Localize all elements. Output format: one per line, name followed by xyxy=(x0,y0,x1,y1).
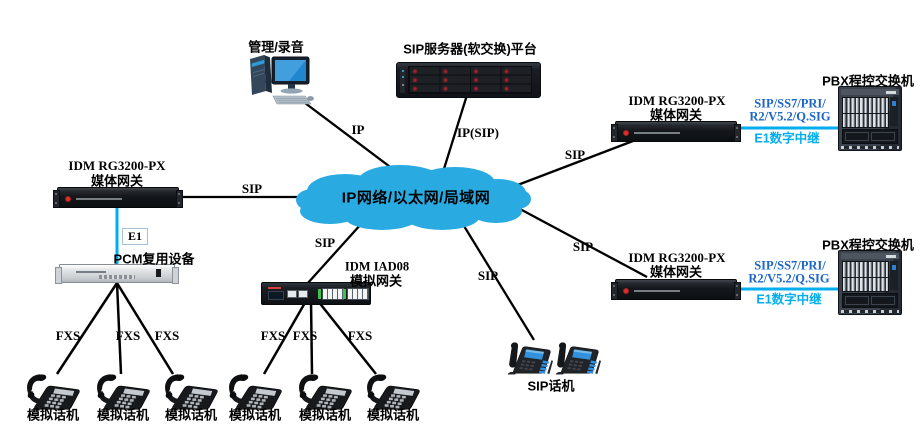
pbx-bottom-title: PBX程控交换机 xyxy=(822,237,914,253)
iad-title-1: IDM IAD08 xyxy=(344,259,410,274)
label-trunk-bottom-1: SIP/SS7/PRI/ xyxy=(754,258,826,273)
link-server-cloud xyxy=(441,94,469,173)
label-fxs-link: FXS xyxy=(260,328,286,343)
label-fxs-link: FXS xyxy=(347,328,373,343)
label-trunk-top-2: R2/V5.2/Q.SIG xyxy=(749,109,831,124)
cloud-label: IP网络/以太网/局域网 xyxy=(341,189,491,207)
link-pcm-aphone1 xyxy=(55,282,119,375)
link-iad-aphone5 xyxy=(309,300,314,375)
sip-phone-icon xyxy=(551,334,601,377)
analog-phone-label: 模拟话机 xyxy=(164,407,218,423)
link-mgmt-cloud xyxy=(304,102,398,173)
gateway-logo xyxy=(623,130,629,136)
pbx-top-title: PBX程控交换机 xyxy=(822,73,914,89)
media-gateway-topright-icon xyxy=(611,121,741,144)
media-gateway-bottomright-icon xyxy=(611,279,741,302)
label-sip-link: SIP xyxy=(241,181,263,196)
label-sip-link: SIP xyxy=(572,239,594,254)
gateway-logo xyxy=(65,196,71,202)
label-e1-link: E1 xyxy=(122,228,149,245)
label-fxs-link: FXS xyxy=(55,328,81,343)
server-drive-bays xyxy=(408,66,532,94)
sip-phone-label: SIP话机 xyxy=(527,378,575,394)
network-cloud xyxy=(296,165,531,230)
gateway-bottomright-title-2: 媒体网关 xyxy=(649,264,703,280)
mgmt-title: 管理/录音 xyxy=(248,39,304,55)
label-trunk-bottom-3: E1数字中继 xyxy=(756,292,822,307)
label-fxs-link: FXS xyxy=(154,328,180,343)
label-sip-link: SIP xyxy=(477,268,499,283)
analog-phone-label: 模拟话机 xyxy=(228,407,282,423)
label-ipsip-link: IP(SIP) xyxy=(457,125,499,140)
iad-analog-gateway-icon xyxy=(261,282,371,305)
label-fxs-link: FXS xyxy=(115,328,141,343)
pcm-title: PCM复用设备 xyxy=(113,251,195,267)
label-trunk-bottom-2: R2/V5.2/Q.SIG xyxy=(748,271,830,286)
analog-phone-label: 模拟话机 xyxy=(26,407,80,423)
gateway-topright-title-1: IDM RG3200-PX xyxy=(628,93,726,108)
iad-title-2: 模拟网关 xyxy=(349,273,403,289)
sip-server-icon xyxy=(396,62,541,98)
pbx-bottom-icon xyxy=(838,250,902,315)
gateway-logo xyxy=(623,288,629,294)
management-pc-icon xyxy=(243,50,315,110)
analog-phone-label: 模拟话机 xyxy=(366,407,420,423)
label-sip-link: SIP xyxy=(314,235,336,250)
gateway-topright-title-2: 媒体网关 xyxy=(649,107,703,123)
gateway-bottomright-title-1: IDM RG3200-PX xyxy=(628,250,726,265)
link-iad-aphone4 xyxy=(262,300,308,375)
pcm-mux-icon xyxy=(55,264,179,285)
link-gwtopright-cloud xyxy=(514,139,634,188)
pbx-top-icon xyxy=(838,86,902,151)
label-trunk-top-1: SIP/SS7/PRI/ xyxy=(754,96,826,111)
link-pcm-aphone3 xyxy=(115,282,175,375)
gateway-left-title-2: 媒体网关 xyxy=(90,173,144,189)
gateway-left-title-1: IDM RG3200-PX xyxy=(68,158,166,173)
link-iad-aphone6 xyxy=(317,300,377,375)
link-sipphone-cloud xyxy=(463,225,535,341)
label-ip-link: IP xyxy=(351,122,365,137)
label-fxs-link: FXS xyxy=(292,328,318,343)
analog-phone-label: 模拟话机 xyxy=(298,407,352,423)
analog-phone-label: 模拟话机 xyxy=(96,407,150,423)
label-sip-link: SIP xyxy=(564,147,586,162)
sip-phone-icon xyxy=(503,334,553,377)
link-gwbottomright-cloud xyxy=(519,207,648,279)
server-led-strip xyxy=(400,67,405,93)
sip-server-title: SIP服务器(软交换)平台 xyxy=(403,41,537,57)
label-trunk-top-3: E1数字中继 xyxy=(754,131,820,146)
media-gateway-left-icon xyxy=(53,187,183,210)
link-iad-cloud xyxy=(306,222,363,285)
link-pcm-aphone2 xyxy=(115,282,123,375)
